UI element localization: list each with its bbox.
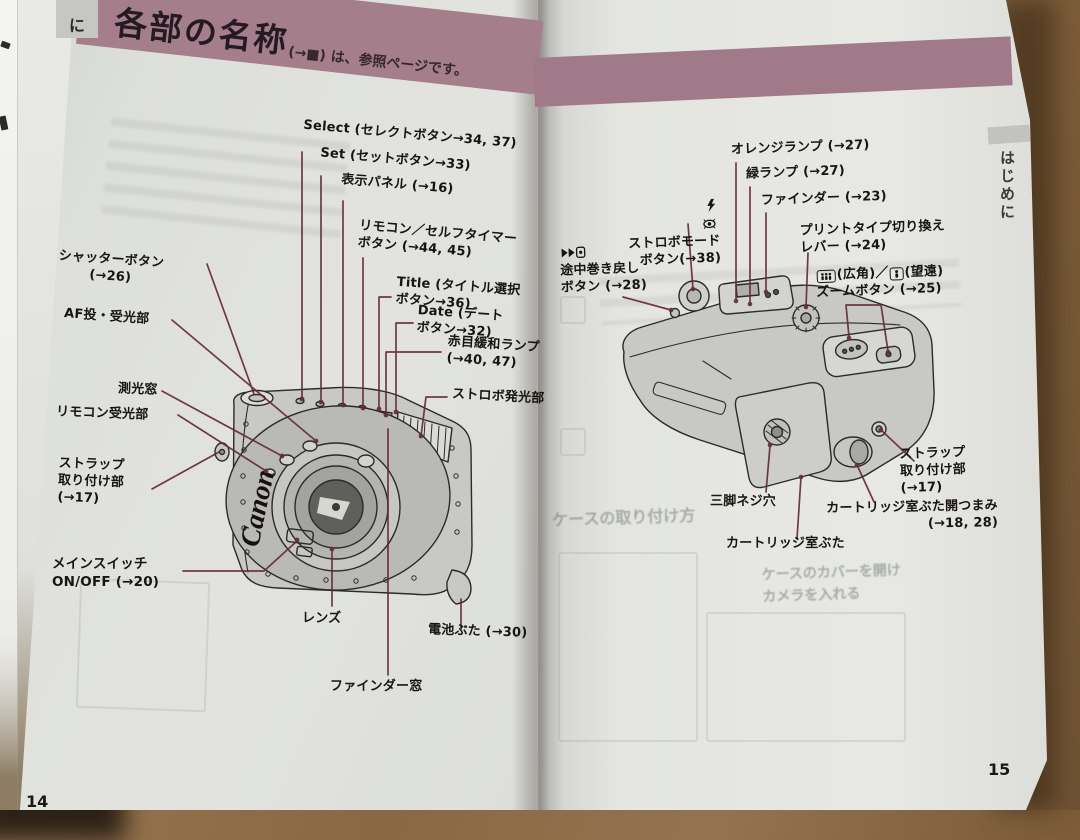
bleed-through-box-right-4: [560, 428, 586, 456]
label-shutter-button: シャッターボタン (→26): [58, 248, 165, 286]
section-title-vertical: はじめに: [998, 150, 1016, 222]
section-tab-right-marker: [987, 124, 1031, 145]
label-flash-mode-button: ストロボモード ボタン(→38): [577, 182, 722, 272]
label-cartridge-cover-knob: カートリッジ室ぶた開つまみ (→18, 28): [826, 498, 999, 532]
label-tele: (望遠): [904, 263, 944, 281]
wide-angle-icon: [816, 269, 836, 284]
label-midroll-rewind-text: 途中巻き戻し ボタン (→28): [560, 260, 648, 296]
leader-lines-right: [622, 162, 915, 540]
label-viewfinder-window: ファインダー窓: [330, 679, 423, 694]
page-number-left: 14: [26, 792, 49, 811]
label-lens: レンズ: [302, 611, 342, 626]
flash-bolt-icon: [706, 198, 716, 213]
section-tab-left: に: [56, 0, 98, 38]
bleed-through-box-right-2: [706, 612, 906, 742]
bleed-through-box-right-3: [560, 296, 586, 324]
label-green-lamp: 緑ランプ (→27): [745, 163, 846, 182]
orange-lamp: [772, 288, 780, 296]
af-emitter-window: [302, 440, 318, 452]
label-zoom-separator: ／: [875, 265, 889, 282]
label-zoom-buttons: (広角)／(望遠) ズームボタン (→25): [815, 264, 944, 302]
label-wide: (広角): [836, 266, 876, 283]
viewfinder-eyepiece: [735, 282, 760, 298]
camera-back-diagram: [622, 275, 935, 489]
telephoto-icon: [889, 267, 904, 281]
label-main-switch: メインスイッチ ON/OFF (→20): [52, 556, 160, 590]
main-switch: [285, 528, 314, 545]
label-print-type-lever: プリントタイプ切り換え レバー (→24): [799, 218, 946, 256]
label-battery-cover: 電池ぶた (→30): [427, 622, 528, 641]
label-midroll-rewind-button: 途中巻き戻し ボタン (→28): [559, 227, 648, 298]
bleed-through-box-right-1: [558, 552, 698, 742]
page-fore-edge: [0, 0, 18, 810]
red-eye-icon: [702, 217, 717, 230]
rivet-dots: [240, 421, 461, 584]
label-redeye-lamp: 赤目緩和ランプ (→40, 47): [446, 333, 541, 371]
battery-cover: [446, 569, 472, 605]
leader-lines-left: [151, 151, 462, 676]
red-eye-lamp: [357, 454, 375, 468]
midroll-rewind-icon: [559, 245, 586, 259]
label-tripod-socket: 三脚ネジ穴: [710, 494, 777, 509]
book-gutter: [512, 0, 562, 810]
label-strap-mount-right: ストラップ 取り付け部 (→17): [899, 444, 967, 496]
zoom-button-panel: [822, 326, 916, 378]
label-strap-mount-left: ストラップ 取り付け部 (→17): [57, 455, 125, 507]
label-cartridge-cover: カートリッジ室ぶた: [726, 536, 845, 551]
label-remote-sensor: リモコン受光部: [55, 404, 149, 423]
camera-front-diagram: Canon: [214, 386, 473, 605]
label-metering-window: 測光窓: [117, 381, 158, 398]
diagram-overlay: Canon: [151, 151, 935, 676]
page-number-right: 15: [988, 760, 1011, 779]
